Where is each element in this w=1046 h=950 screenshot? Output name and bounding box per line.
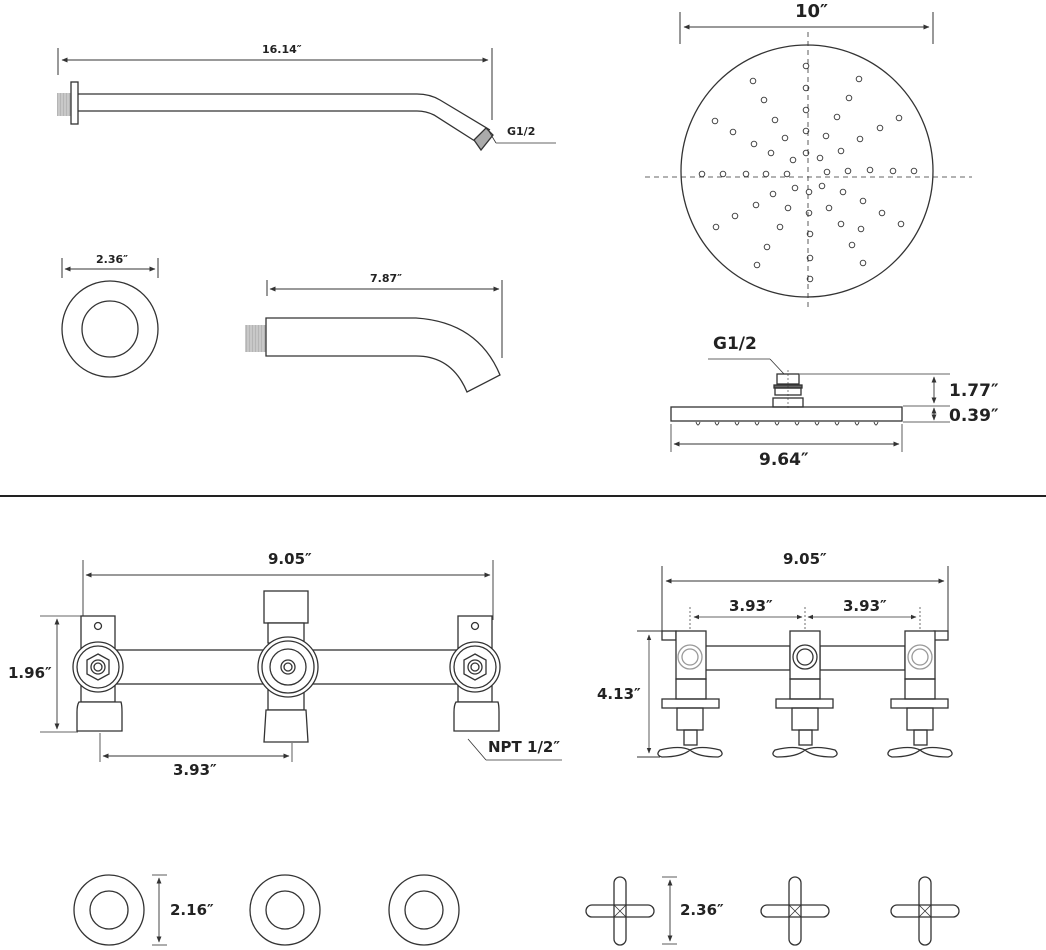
- cross-handle-size-label: 2.36″: [680, 901, 724, 919]
- connector-height-label: 1.77″: [949, 381, 999, 401]
- connection-spec-label: NPT 1/2″: [488, 738, 561, 756]
- shower-arm-length-label: 16.14″: [262, 43, 302, 56]
- section-divider: [0, 495, 1046, 497]
- tub-spout-drawing: [245, 280, 503, 393]
- nozzle-pattern: [698, 62, 918, 283]
- shower-arm-drawing: [57, 48, 556, 152]
- shower-head-width-label: 9.64″: [759, 450, 809, 470]
- valve-body-top-view: [637, 566, 953, 758]
- cross-handles: [585, 876, 960, 946]
- valve-top-spacing-right-label: 3.93″: [843, 597, 887, 615]
- valve-top-spacing-left-label: 3.93″: [729, 597, 773, 615]
- valve-front-spacing-label: 3.93″: [173, 761, 217, 779]
- shower-head-top-view: [645, 12, 972, 310]
- tub-spout-length-label: 7.87″: [370, 272, 403, 285]
- shower-head-diameter-label: 10″: [795, 1, 829, 22]
- valve-body-front-view: [40, 560, 562, 762]
- valve-front-height-label: 1.96″: [8, 664, 52, 682]
- shower-head-side-view: [670, 358, 950, 452]
- flange-diameter-label: 2.36″: [96, 253, 129, 266]
- escutcheon-plates: [73, 874, 460, 946]
- plate-thickness-label: 0.39″: [949, 406, 999, 426]
- escutcheon-diameter-label: 2.16″: [170, 901, 214, 919]
- shower-head-thread-label: G1/2: [713, 334, 757, 354]
- valve-top-width-label: 9.05″: [783, 550, 827, 568]
- valve-front-width-label: 9.05″: [268, 550, 312, 568]
- valve-top-depth-label: 4.13″: [597, 685, 641, 703]
- shower-arm-thread-label: G1/2: [507, 125, 536, 138]
- flange-drawing: [61, 258, 159, 378]
